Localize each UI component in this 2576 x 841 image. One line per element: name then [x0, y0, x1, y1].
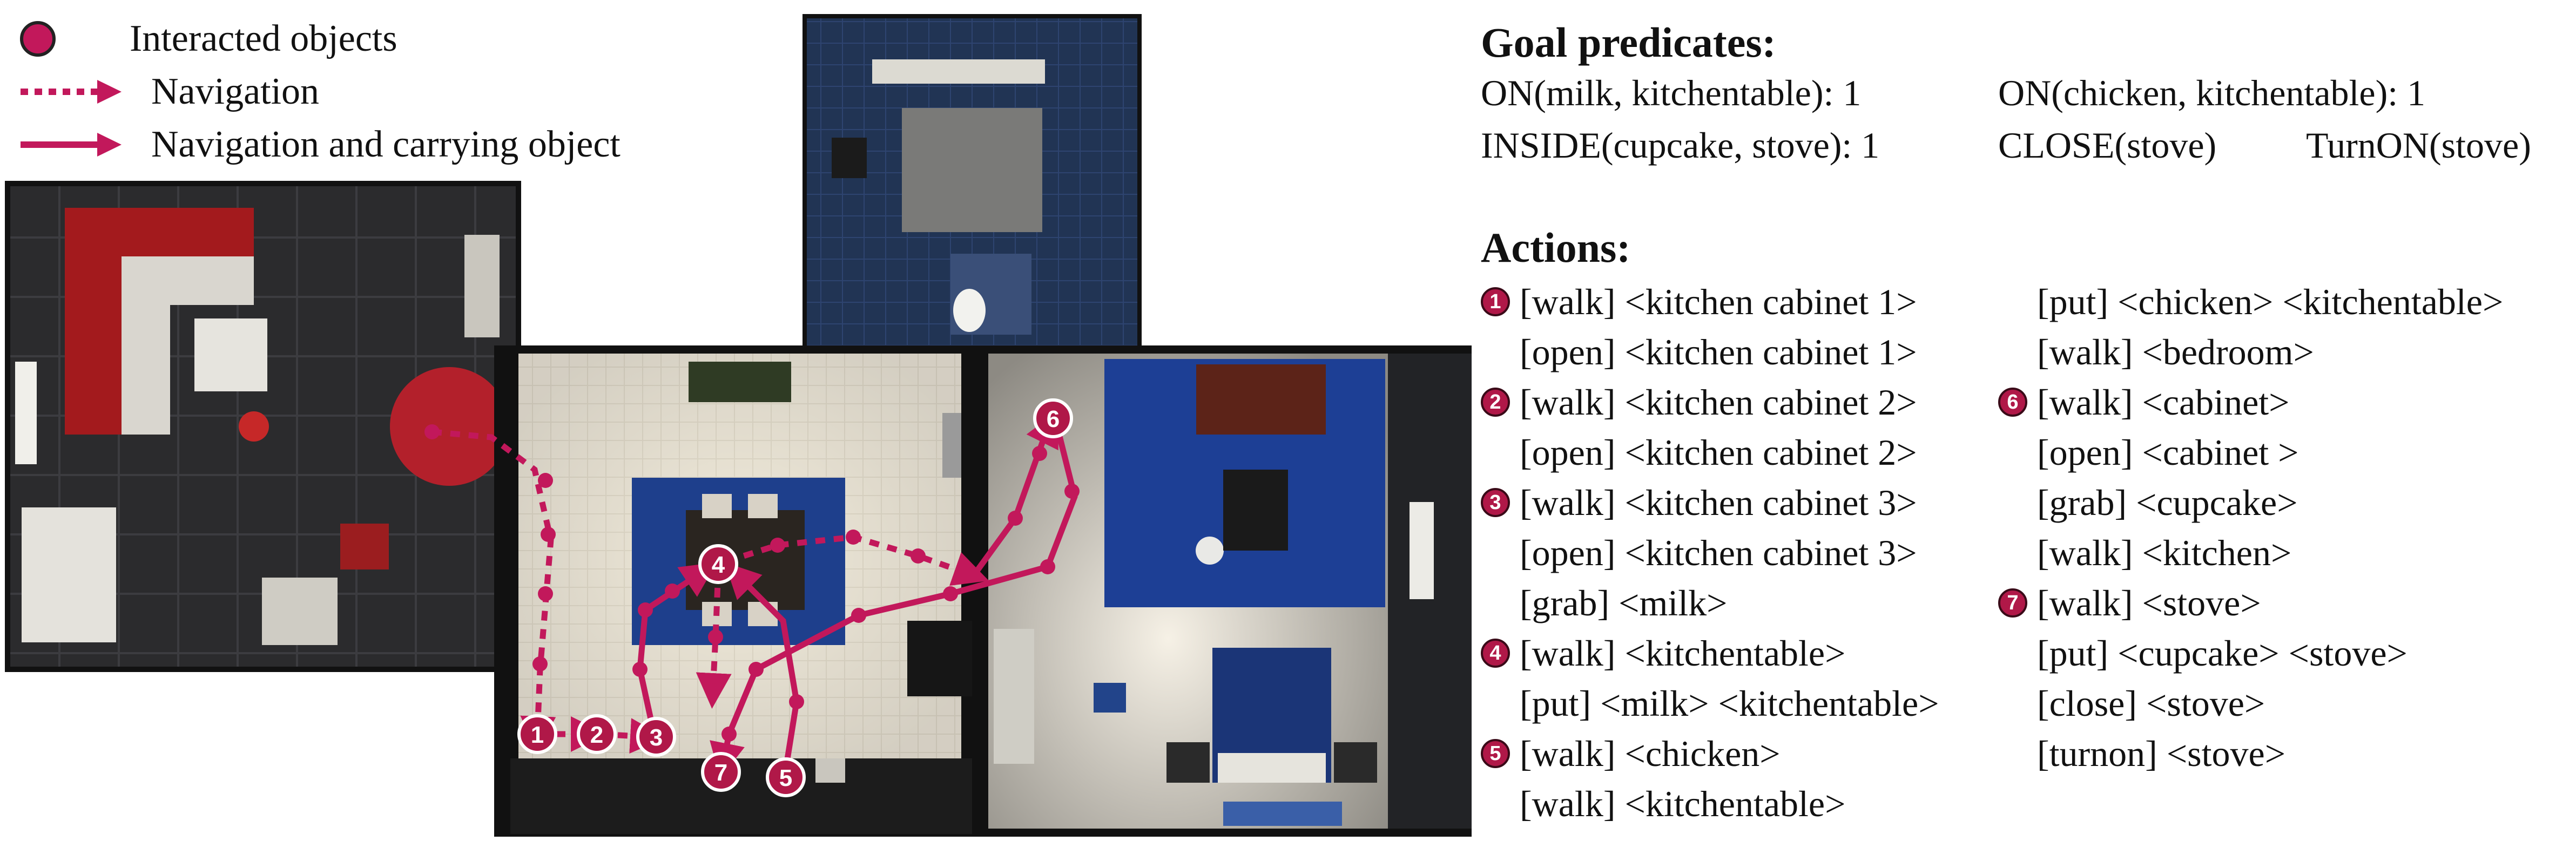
action-left-text: [walk] <kitchentable> — [1520, 633, 1846, 674]
waypoint-7: 7 — [701, 752, 741, 792]
action-left-text: [open] <kitchen cabinet 1> — [1520, 331, 1917, 372]
legend-interacted-label: Interacted objects — [130, 18, 397, 59]
living-room — [5, 181, 521, 672]
action-right-text: [walk] <kitchen> — [2037, 532, 2292, 573]
action-left-row: 5 [walk] <chicken> — [1481, 735, 1781, 772]
waypoint-2: 2 — [577, 714, 617, 754]
action-left-row: 4 [walk] <kitchentable> — [1481, 635, 1845, 672]
action-right-row: [walk] <bedroom> — [1998, 334, 2314, 370]
step-badge: 3 — [1481, 488, 1510, 517]
step-badge: 4 — [1481, 639, 1510, 668]
action-left-text: [walk] <kitchen cabinet 2> — [1520, 382, 1917, 423]
action-right-text: [put] <cupcake> <stove> — [2037, 633, 2408, 674]
waypoint-6: 6 — [1033, 398, 1073, 438]
goal-predicates-title: Goal predicates: — [1481, 19, 1776, 66]
interacted-marker-icon — [20, 21, 56, 57]
legend-carrying: Navigation and carrying object — [16, 123, 621, 166]
goal-predicate-4: CLOSE(stove) — [1998, 125, 2217, 166]
action-right-row: [grab] <cupcake> — [1998, 484, 2298, 521]
action-right-text: [open] <cabinet > — [2037, 432, 2299, 473]
action-right-row: [put] <cupcake> <stove> — [1998, 635, 2408, 672]
action-right-row: [open] <cabinet > — [1998, 434, 2299, 471]
step-badge: 1 — [1481, 287, 1510, 316]
action-left-text: [walk] <chicken> — [1520, 733, 1781, 774]
actions-title: Actions: — [1481, 224, 1631, 271]
step-badge: 2 — [1481, 388, 1510, 417]
legend-carrying-label: Navigation and carrying object — [151, 124, 621, 165]
action-left-row: 1 [walk] <kitchen cabinet 1> — [1481, 283, 1917, 320]
action-right-text: [walk] <bedroom> — [2037, 331, 2314, 372]
action-right-row: [turnon] <stove> — [1998, 735, 2285, 772]
waypoint-4-label: 4 — [712, 552, 725, 578]
dotted-arrow-icon — [21, 80, 122, 104]
action-left-text: [walk] <kitchentable> — [1520, 783, 1846, 824]
action-left-row: 3 [walk] <kitchen cabinet 3> — [1481, 484, 1917, 521]
waypoint-3-label: 3 — [650, 724, 663, 751]
action-right-row: [put] <chicken> <kitchentable> — [1998, 283, 2503, 320]
waypoint-4: 4 — [698, 544, 738, 584]
waypoint-2-label: 2 — [590, 722, 603, 748]
action-left-text: [open] <kitchen cabinet 2> — [1520, 432, 1917, 473]
action-right-text: [walk] <cabinet> — [2037, 382, 2290, 423]
action-left-row: [open] <kitchen cabinet 3> — [1481, 534, 1917, 571]
goal-predicate-3: INSIDE(cupcake, stove): 1 — [1481, 125, 1880, 166]
bathroom — [803, 14, 1142, 353]
legend-navigation: Navigation — [16, 70, 319, 113]
waypoint-6-label: 6 — [1047, 406, 1060, 432]
action-right-row: 7 [walk] <stove> — [1998, 585, 2261, 621]
step-badge: 5 — [1481, 739, 1510, 768]
action-left-row: [walk] <kitchentable> — [1481, 785, 1845, 822]
goal-predicate-5: TurnON(stove) — [2306, 125, 2531, 166]
action-right-text: [close] <stove> — [2037, 683, 2265, 724]
action-left-row: 2 [walk] <kitchen cabinet 2> — [1481, 384, 1917, 420]
solid-arrow-icon — [21, 133, 122, 157]
legend-navigation-label: Navigation — [151, 71, 320, 112]
floor-plan: 1 2 3 4 5 6 7 — [5, 14, 1472, 837]
action-left-text: [walk] <kitchen cabinet 1> — [1520, 281, 1917, 322]
kitchen — [494, 345, 986, 837]
goal-predicate-2: ON(chicken, kitchentable): 1 — [1998, 72, 2426, 113]
action-right-row: [walk] <kitchen> — [1998, 534, 2291, 571]
waypoints: 1 2 3 4 5 6 7 — [517, 398, 1073, 797]
goal-predicate-1: ON(milk, kitchentable): 1 — [1481, 72, 1862, 113]
waypoint-3: 3 — [636, 717, 676, 757]
waypoint-1-label: 1 — [531, 722, 544, 748]
action-left-text: [put] <milk> <kitchentable> — [1520, 683, 1939, 724]
action-left-text: [walk] <kitchen cabinet 3> — [1520, 482, 1917, 523]
action-left-row: [open] <kitchen cabinet 2> — [1481, 434, 1917, 471]
action-right-text: [grab] <cupcake> — [2037, 482, 2298, 523]
waypoint-5-label: 5 — [779, 765, 792, 791]
step-badge: 6 — [1998, 388, 2027, 417]
action-right-text: [put] <chicken> <kitchentable> — [2037, 281, 2504, 322]
waypoint-7-label: 7 — [714, 759, 727, 786]
action-left-row: [grab] <milk> — [1481, 585, 1728, 621]
action-left-row: [put] <milk> <kitchentable> — [1481, 685, 1939, 722]
waypoint-5: 5 — [766, 757, 806, 797]
waypoint-1: 1 — [517, 714, 557, 754]
action-left-text: [grab] <milk> — [1520, 582, 1728, 623]
step-badge: 7 — [1998, 588, 2027, 618]
action-left-text: [open] <kitchen cabinet 3> — [1520, 532, 1917, 573]
action-right-text: [walk] <stove> — [2037, 582, 2261, 623]
action-right-row: [close] <stove> — [1998, 685, 2265, 722]
action-left-row: [open] <kitchen cabinet 1> — [1481, 334, 1917, 370]
action-right-text: [turnon] <stove> — [2037, 733, 2286, 774]
action-right-row: 6 [walk] <cabinet> — [1998, 384, 2290, 420]
legend-interacted: Interacted objects — [16, 17, 397, 60]
